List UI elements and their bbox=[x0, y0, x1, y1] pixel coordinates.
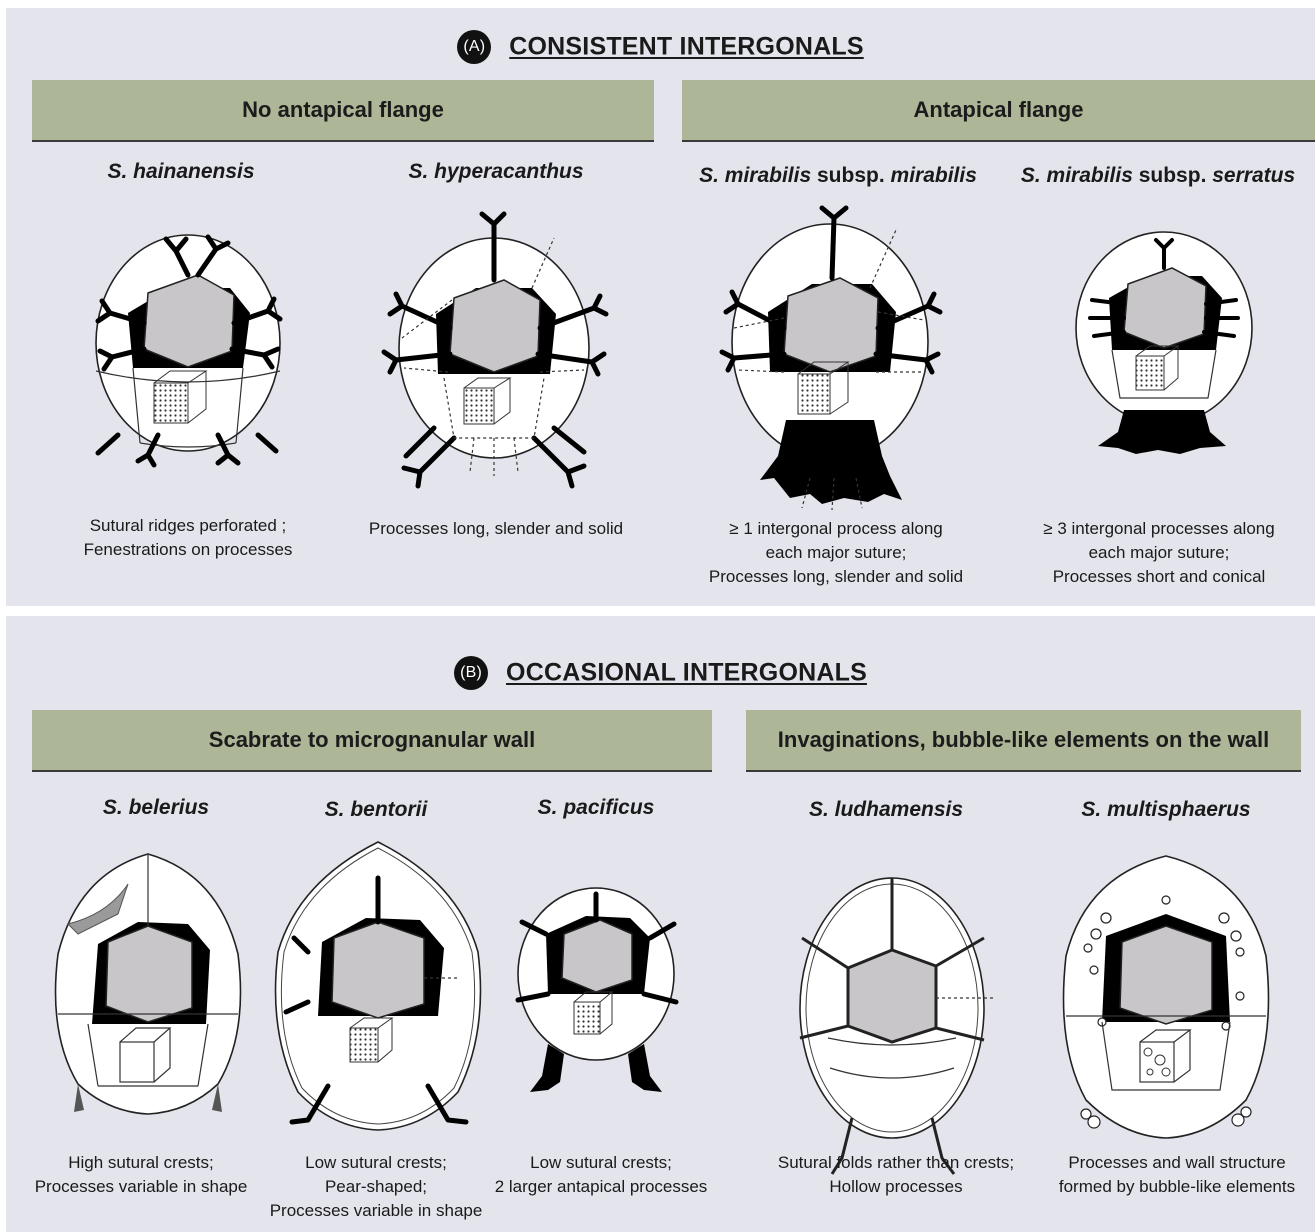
caption-line: formed by bubble-like elements bbox=[1042, 1175, 1312, 1199]
caption-line: Processes and wall structure bbox=[1042, 1151, 1312, 1175]
cyst-bentorii bbox=[276, 842, 481, 1130]
caption-hainanensis: Sutural ridges perforated ; Fenestration… bbox=[38, 514, 338, 562]
caption-line: 2 larger antapical processes bbox=[486, 1175, 716, 1199]
caption-line: ≥ 3 intergonal processes along bbox=[1006, 517, 1312, 541]
caption-belerius: High sutural crests; Processes variable … bbox=[16, 1151, 266, 1199]
caption-line: Sutural ridges perforated ; bbox=[38, 514, 338, 538]
caption-multisphaerus: Processes and wall structure formed by b… bbox=[1042, 1151, 1312, 1199]
caption-line: Processes variable in shape bbox=[256, 1199, 496, 1223]
cyst-mirabilis-serratus bbox=[1076, 232, 1252, 454]
caption-line: Processes long, slender and solid bbox=[346, 517, 646, 541]
cyst-hyperacanthus bbox=[384, 214, 606, 486]
caption-line: Low sutural crests; bbox=[256, 1151, 496, 1175]
caption-pacificus: Low sutural crests; 2 larger antapical p… bbox=[486, 1151, 716, 1199]
caption-mirabilis-mirabilis: ≥ 1 intergonal process along each major … bbox=[676, 517, 996, 589]
panel-occasional-intergonals: (B)OCCASIONAL INTERGONALS Scabrate to mi… bbox=[6, 616, 1315, 1232]
caption-bentorii: Low sutural crests; Pear-shaped; Process… bbox=[256, 1151, 496, 1223]
caption-line: Hollow processes bbox=[751, 1175, 1041, 1199]
caption-ludhamensis: Sutural folds rather than crests; Hollow… bbox=[751, 1151, 1041, 1199]
panel-consistent-intergonals: (A)CONSISTENT INTERGONALS No antapical f… bbox=[6, 8, 1315, 606]
caption-line: Sutural folds rather than crests; bbox=[751, 1151, 1041, 1175]
caption-line: Processes variable in shape bbox=[16, 1175, 266, 1199]
caption-line: each major suture; bbox=[1006, 541, 1312, 565]
cyst-multisphaerus bbox=[1064, 856, 1269, 1138]
cyst-pacificus bbox=[518, 888, 676, 1092]
cyst-belerius bbox=[56, 854, 241, 1114]
panel-b-illustrations bbox=[6, 616, 1315, 1232]
caption-line: Fenestrations on processes bbox=[38, 538, 338, 562]
caption-line: Pear-shaped; bbox=[256, 1175, 496, 1199]
caption-line: High sutural crests; bbox=[16, 1151, 266, 1175]
caption-line: Processes short and conical bbox=[1006, 565, 1312, 589]
caption-line: ≥ 1 intergonal process along bbox=[676, 517, 996, 541]
cyst-ludhamensis bbox=[800, 878, 994, 1174]
caption-hyperacanthus: Processes long, slender and solid bbox=[346, 517, 646, 541]
cyst-mirabilis-mirabilis bbox=[722, 208, 940, 510]
caption-line: Processes long, slender and solid bbox=[676, 565, 996, 589]
caption-line: Low sutural crests; bbox=[486, 1151, 716, 1175]
caption-mirabilis-serratus: ≥ 3 intergonal processes along each majo… bbox=[1006, 517, 1312, 589]
cyst-hainanensis bbox=[96, 235, 280, 465]
caption-line: each major suture; bbox=[676, 541, 996, 565]
